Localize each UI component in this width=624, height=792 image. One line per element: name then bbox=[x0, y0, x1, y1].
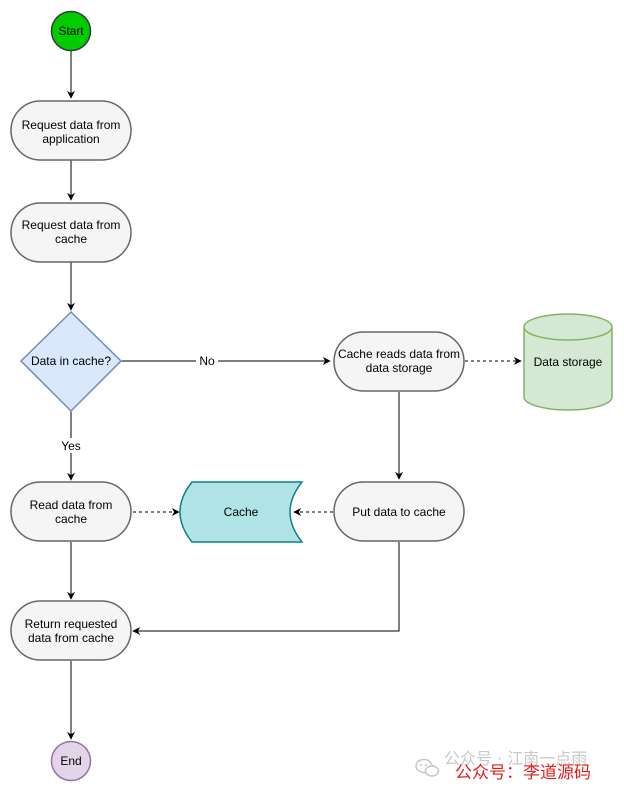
request-cache-shape bbox=[10, 202, 132, 263]
request-data-from-cache-node[interactable]: Request data from cache bbox=[10, 202, 132, 263]
cache-reads-data-node[interactable]: Cache reads data from data storage bbox=[333, 331, 465, 392]
read-cache-label-line1: Read data from bbox=[30, 498, 113, 512]
start-label: Start bbox=[58, 24, 84, 38]
decision-label: Data in cache? bbox=[31, 354, 111, 368]
return-label-line2: data from cache bbox=[28, 631, 114, 645]
request-cache-label-line1: Request data from bbox=[22, 218, 121, 232]
request-app-label-line2: application bbox=[42, 132, 99, 146]
read-cache-shape bbox=[10, 481, 132, 542]
return-requested-data-node[interactable]: Return requested data from cache bbox=[10, 600, 132, 661]
yes-label-bg bbox=[58, 438, 84, 453]
data-storage-node[interactable]: Data storage bbox=[523, 313, 613, 411]
end-label: End bbox=[60, 754, 81, 768]
cache-reads-label-line1: Cache reads data from bbox=[338, 347, 460, 361]
start-node[interactable]: Start bbox=[50, 10, 92, 52]
cache-store-node[interactable]: Cache bbox=[179, 481, 304, 543]
cache-shape bbox=[179, 481, 304, 543]
data-in-cache-decision-node[interactable]: Data in cache? bbox=[19, 310, 123, 413]
return-label-line1: Return requested bbox=[25, 617, 118, 631]
edge-put-cache-to-return bbox=[132, 542, 400, 635]
put-cache-label: Put data to cache bbox=[352, 505, 446, 519]
yes-label: Yes bbox=[61, 439, 81, 453]
request-data-from-application-node[interactable]: Request data from application bbox=[10, 100, 132, 161]
end-node[interactable]: End bbox=[50, 740, 92, 782]
read-data-from-cache-node[interactable]: Read data from cache bbox=[10, 481, 132, 542]
no-label-bg bbox=[196, 353, 218, 368]
cache-reads-label-line2: data storage bbox=[366, 361, 433, 375]
request-cache-label-line2: cache bbox=[55, 232, 87, 246]
wechat-icon bbox=[415, 758, 440, 777]
data-storage-body bbox=[523, 327, 613, 411]
no-label: No bbox=[199, 354, 215, 368]
start-circle bbox=[50, 10, 92, 52]
read-cache-label-line2: cache bbox=[55, 512, 87, 526]
put-cache-shape bbox=[333, 481, 465, 542]
cache-reads-shape bbox=[333, 331, 465, 392]
request-app-shape bbox=[10, 100, 132, 161]
watermark-shadow-text: 公众号 · 江南一点雨 bbox=[444, 749, 587, 768]
return-shape bbox=[10, 600, 132, 661]
data-storage-top bbox=[523, 313, 613, 341]
request-app-label-line1: Request data from bbox=[22, 118, 121, 132]
end-circle bbox=[50, 740, 92, 782]
put-data-to-cache-node[interactable]: Put data to cache bbox=[333, 481, 465, 542]
decision-diamond bbox=[19, 310, 123, 413]
edges bbox=[67, 51, 522, 740]
watermark: 公众号 · 江南一点雨 公众号：李道源码 bbox=[415, 749, 591, 783]
data-storage-label: Data storage bbox=[534, 355, 603, 369]
watermark-text: 公众号：李道源码 bbox=[455, 763, 591, 783]
cache-label: Cache bbox=[224, 505, 259, 519]
